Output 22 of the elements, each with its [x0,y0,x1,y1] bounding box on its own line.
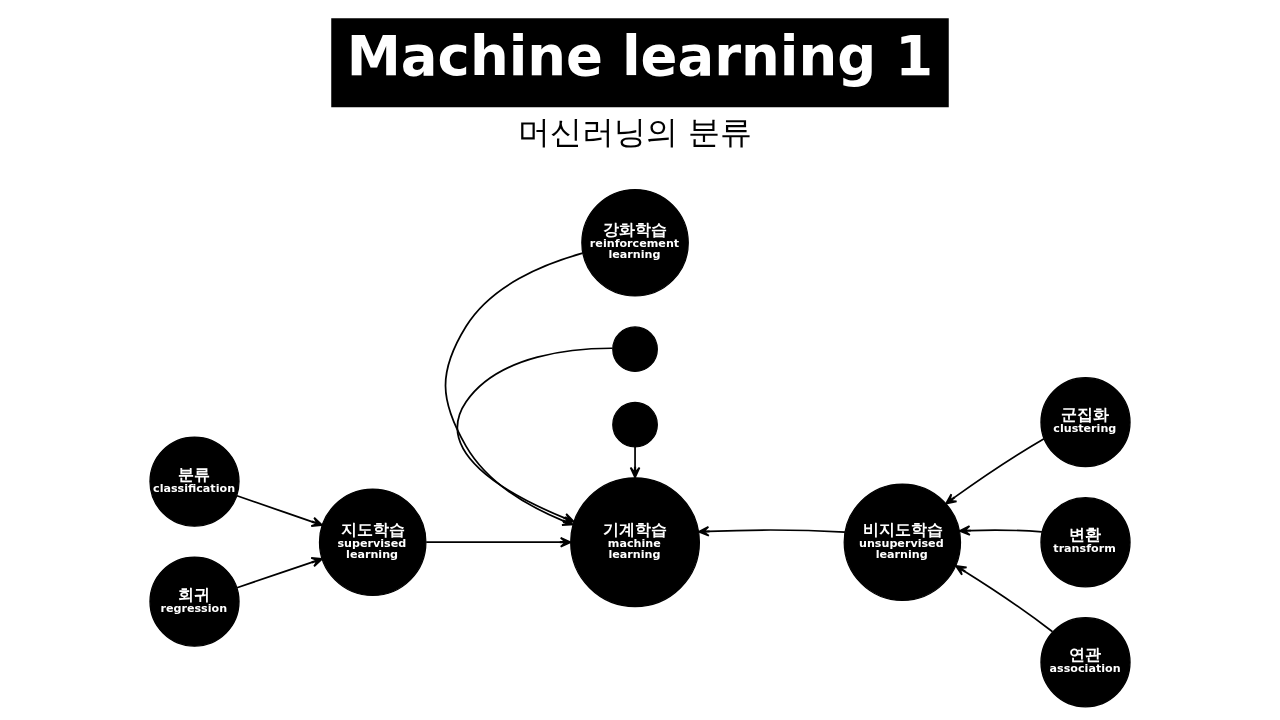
arrow [945,437,1045,505]
arrow [958,525,1043,536]
arrow [425,536,572,548]
node-circle [612,326,658,373]
node-circle: 회귀 regression [149,556,240,647]
arrow [955,565,1054,633]
node-circle: 군집화 clustering [1040,377,1131,468]
arrow [629,446,641,479]
diagram-title: Machine learning 1 [346,24,934,89]
arrow [456,347,614,523]
node-circle: 분류 classification [149,436,240,527]
node-circle [612,401,658,448]
arrow [697,526,846,537]
node-circle: 지도학습 supervised learning [318,488,427,597]
arrow [236,557,323,589]
arrow [236,494,323,528]
label: 머신러닝의 분류 [517,112,753,151]
node-circle: 연관 association [1040,617,1131,708]
node-circle: 비지도학습 unsupervised learning [843,483,962,601]
node-circle: 강화학습 reinforcement learning [581,188,689,297]
node-circle: 기계학습 machine learning [570,477,700,608]
node-circle: 변환 transform [1040,497,1131,588]
